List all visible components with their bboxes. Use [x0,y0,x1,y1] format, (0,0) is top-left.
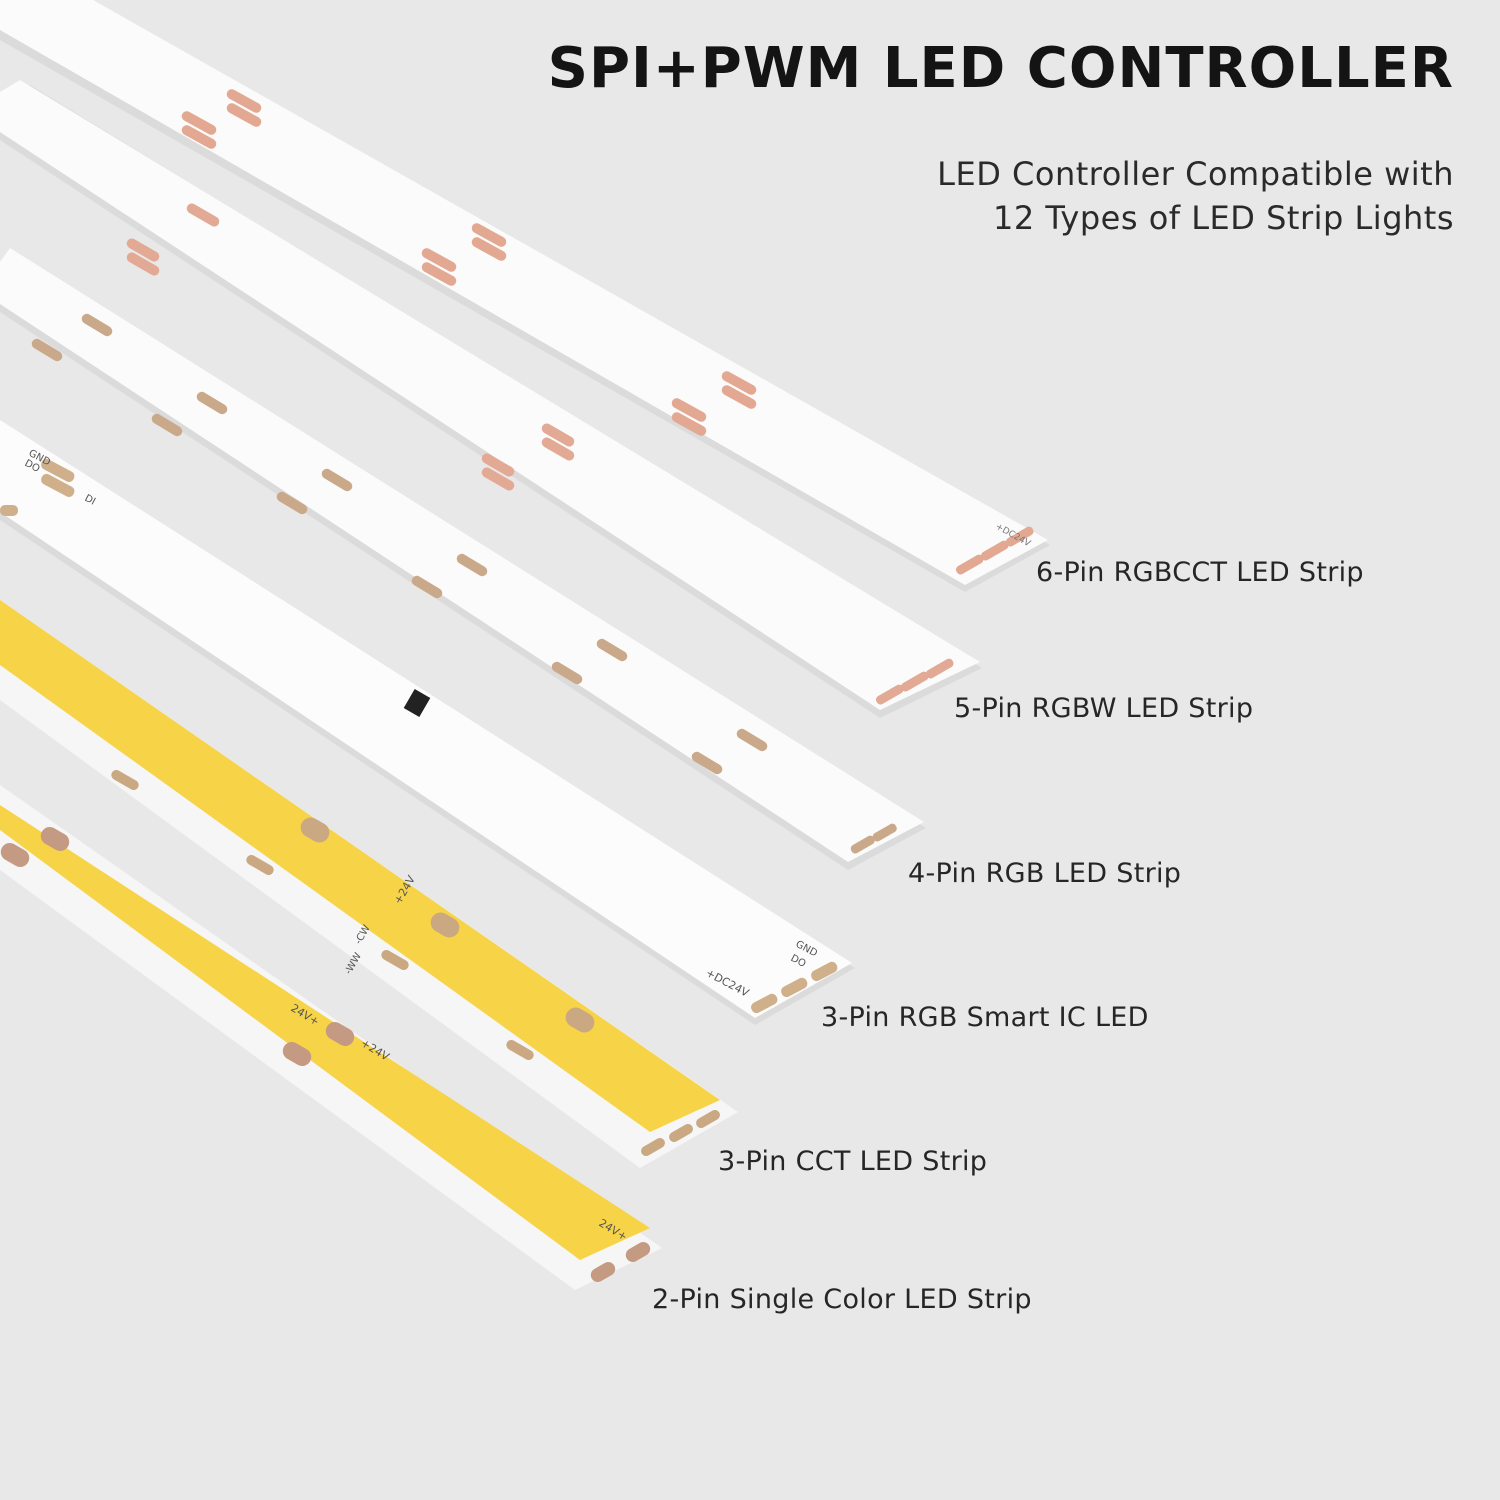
solder-pad [980,540,1009,561]
solder-pad [596,638,628,662]
solder-pad [471,223,507,247]
solder-pad [181,111,217,135]
solder-pad [506,1040,534,1060]
solder-pad [625,1242,651,1262]
strip-3pin-cct: +24V -CW -WW [0,600,738,1168]
solder-pad [151,413,183,437]
solder-pad [111,770,139,790]
strip-2pin-single: 24V+ +24V 24V+ [0,785,662,1290]
solder-pad [1005,526,1034,547]
solder-pad [421,248,457,272]
solder-pad [671,412,707,436]
solder-pad [456,553,488,577]
solder-pad [300,817,330,843]
strip-4pin-pads [31,313,897,854]
solder-pad [0,505,18,516]
solder-pad [669,1124,693,1142]
solder-pad [411,575,443,599]
strip-4pin-rgb [0,248,926,870]
solder-pad [590,1262,616,1282]
strip-3pin-cct-surface [0,600,720,1132]
solder-pad [126,252,160,276]
solder-pad [551,661,583,685]
solder-pad [321,468,353,492]
ic-chip [403,688,431,718]
page-title: SPI+PWM LED CONTROLLER [547,36,1454,101]
solder-pad [246,855,274,875]
solder-pad [41,473,75,497]
subtitle-line-2: 12 Types of LED Strip Lights [992,199,1454,237]
solder-pad [641,1138,665,1156]
solder-pad [872,823,897,842]
solder-pad [850,835,875,854]
strip-3pin-ic-surface [0,420,852,1018]
solder-pad [875,684,904,705]
label-2pin-single: 2-Pin Single Color LED Strip [652,1284,1032,1315]
solder-pad [126,238,160,262]
solder-pad [671,398,707,422]
solder-pad [471,237,507,261]
strip-6pin-rgbcct: +DC24V [0,0,1050,592]
solder-pad [955,554,984,575]
solder-pad [40,827,70,851]
solder-pad [481,453,515,477]
solder-pad [181,125,217,149]
strip-2pin-pads [0,827,651,1282]
strip-5pin-surface [0,80,980,710]
solder-pad [325,1022,355,1046]
strip-3pin-cct-pads [111,770,720,1156]
strip-2pin-surface [0,805,650,1260]
solder-pad [196,391,228,415]
solder-pad [282,1042,312,1066]
solder-pad [721,385,757,409]
solder-pad [696,1110,720,1128]
solder-pad [481,467,515,491]
solder-pad [41,458,75,482]
page-subtitle: LED Controller Compatible with 12 Types … [937,152,1454,240]
solder-pad [421,262,457,286]
strip-6pin-pads [181,89,1034,575]
solder-pad [781,977,808,998]
label-4pin-rgb: 4-Pin RGB LED Strip [908,858,1182,889]
solder-pad [565,1007,595,1033]
solder-pad [81,313,113,337]
solder-pad [226,103,262,127]
solder-pad [276,491,308,515]
solder-pad [186,203,220,227]
solder-pad [736,728,768,752]
solder-pad [0,843,30,867]
strip-5pin-pads [126,203,954,705]
strip-5pin-rgbw [0,80,982,718]
solder-pad [541,437,575,461]
solder-pad [925,658,954,679]
solder-pad [430,912,460,938]
subtitle-line-1: LED Controller Compatible with [937,155,1454,193]
label-5pin-rgbw: 5-Pin RGBW LED Strip [954,693,1254,724]
strip-3pin-smart-ic: GND DO DI GND DO +DC24V [0,420,855,1025]
solder-pad [721,371,757,395]
solder-pad [31,338,63,362]
strip-3pin-ic-di-text: DI [83,493,98,508]
solder-pad [691,751,723,775]
strip-6pin-surface [0,0,1048,585]
label-6pin-rgbcct: 6-Pin RGBCCT LED Strip [1036,557,1364,588]
strip-3pin-ic-pads [0,458,838,1014]
solder-pad [900,671,929,692]
solder-pad [811,961,838,982]
solder-pad [751,993,778,1014]
solder-pad [541,423,575,447]
solder-pad [381,950,409,970]
solder-pad [226,89,262,113]
label-3pin-smart-ic: 3-Pin RGB Smart IC LED [821,1002,1149,1033]
label-3pin-cct: 3-Pin CCT LED Strip [718,1146,988,1177]
